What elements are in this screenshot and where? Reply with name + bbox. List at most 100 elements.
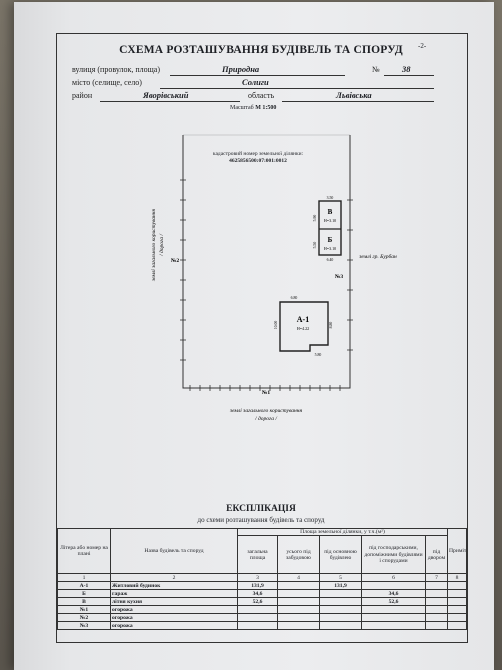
col-number: 5 xyxy=(319,573,362,583)
district-underline xyxy=(100,101,240,102)
col-number: 3 xyxy=(237,573,278,583)
table-header-row-1: Літера або номер на плані Назва будівель… xyxy=(57,527,467,575)
row-letter: №2 xyxy=(57,613,111,623)
building-b-dim-left: 5.50 xyxy=(313,242,317,249)
header-yard: під двором xyxy=(425,535,448,575)
row-aux xyxy=(361,621,426,631)
building-v-label: В xyxy=(328,208,333,216)
table-row: №1 огорожа xyxy=(57,605,467,615)
street-underline xyxy=(170,75,345,76)
row-yard xyxy=(425,581,448,591)
building-v-b-outline xyxy=(318,200,342,256)
building-a1-label: А-1 xyxy=(297,315,309,324)
fence-ticks-bottom xyxy=(189,385,341,391)
region-value: Львівська xyxy=(336,90,372,100)
row-main xyxy=(319,597,362,607)
header-main: під основною будівлею xyxy=(319,535,362,575)
row-total: 131,9 xyxy=(237,581,278,591)
document-frame xyxy=(56,33,468,643)
building-a1-dim-top: 6.80 xyxy=(291,296,298,300)
building-v-height: Н=3.10 xyxy=(324,218,336,223)
building-a1-outline xyxy=(279,301,329,352)
left-road-label-line1: землі загального користування xyxy=(151,208,157,282)
row-main: 131,9 xyxy=(319,581,362,591)
row-name: літня кухня xyxy=(110,597,238,607)
row-total: 52,6 xyxy=(237,597,278,607)
boundary-no1: №1 xyxy=(262,390,271,396)
town-underline xyxy=(160,88,434,89)
row-name: огорожа xyxy=(110,613,238,623)
row-aux xyxy=(361,613,426,623)
row-letter: А-1 xyxy=(57,581,111,591)
building-b-height: Н=3.10 xyxy=(324,246,336,251)
table-row: №2 огорожа xyxy=(57,613,467,623)
street-label: вулиця (провулок, площа) xyxy=(72,65,161,74)
row-note xyxy=(447,621,467,631)
row-name: гараж xyxy=(110,589,238,599)
building-a1-dim-right: 8.80 xyxy=(329,322,333,329)
row-note xyxy=(447,597,467,607)
col-number: 2 xyxy=(110,573,238,583)
row-note xyxy=(447,581,467,591)
row-yard xyxy=(425,613,448,623)
row-aux xyxy=(361,605,426,615)
row-yard xyxy=(425,605,448,615)
bottom-road-label-line1: землі загального користування xyxy=(229,408,303,414)
building-b-dim-bottom: 6.40 xyxy=(327,258,334,262)
header-area-group: Площа земельної ділянки, у т.ч.(м²) xyxy=(237,527,448,537)
page-number: -2- xyxy=(418,42,427,50)
number-label: № xyxy=(372,65,380,74)
row-built xyxy=(277,597,320,607)
row-main xyxy=(319,605,362,615)
fence-ticks-left xyxy=(180,179,186,361)
bottom-road-label-line2: / дорога / xyxy=(254,415,277,422)
row-built xyxy=(277,613,320,623)
right-neighbor-label: землі гр. Бурбан xyxy=(358,253,397,260)
row-aux xyxy=(361,581,426,591)
explication-title: ЕКСПЛІКАЦІЯ xyxy=(226,504,296,514)
row-total xyxy=(237,613,278,623)
table-row: №3 огорожа xyxy=(57,621,467,631)
scale-word: Масштаб xyxy=(230,105,254,111)
row-note xyxy=(447,613,467,623)
building-a1-dim-left: 10.00 xyxy=(274,321,278,330)
row-main xyxy=(319,613,362,623)
row-total: 34,6 xyxy=(237,589,278,599)
scale-label: Масштаб М 1:500 xyxy=(230,105,276,111)
number-value: 38 xyxy=(402,64,411,74)
header-name: Назва будівель та споруд xyxy=(110,527,238,575)
row-built xyxy=(277,621,320,631)
row-letter: №3 xyxy=(57,621,111,631)
col-number: 4 xyxy=(277,573,320,583)
region-underline xyxy=(282,101,434,102)
row-built xyxy=(277,581,320,591)
parcel-boundary xyxy=(182,135,351,389)
header-letter: Літера або номер на плані xyxy=(57,527,111,575)
row-aux: 52,6 xyxy=(361,597,426,607)
cadastral-label: кадастровий номер земельної ділянки: xyxy=(212,151,304,157)
table-header-row-2: загальна площа усього під забудовою під … xyxy=(58,535,467,575)
street-value: Природна xyxy=(222,64,260,74)
col-number: 8 xyxy=(447,573,467,583)
row-yard xyxy=(425,589,448,599)
col-number: 6 xyxy=(361,573,426,583)
col-number: 7 xyxy=(425,573,448,583)
row-yard xyxy=(425,621,448,631)
row-name: Житловий будинок xyxy=(110,581,238,591)
row-main xyxy=(319,621,362,631)
table-row: А-1 Житловий будинок 131,9 131,9 xyxy=(57,581,467,591)
row-yard xyxy=(425,597,448,607)
left-road-label-line2: / дорога / xyxy=(158,234,165,257)
document-title: СХЕМА РОЗТАШУВАННЯ БУДІВЕЛЬ ТА СПОРУД xyxy=(119,44,403,56)
building-v-dim-top: 3.50 xyxy=(327,196,334,200)
town-value: Солиги xyxy=(242,77,269,87)
explication-table: Літера або номер на плані Назва будівель… xyxy=(57,527,467,631)
table-row: В літня кухня 52,6 52,6 xyxy=(57,597,467,607)
row-main xyxy=(319,589,362,599)
town-label: місто (селище, село) xyxy=(72,78,142,87)
row-built xyxy=(277,605,320,615)
cadastral-number: 4625856500:07:001:0012 xyxy=(229,158,287,164)
row-note xyxy=(447,589,467,599)
row-letter: В xyxy=(57,597,111,607)
header-built: усього під забудовою xyxy=(277,535,320,575)
